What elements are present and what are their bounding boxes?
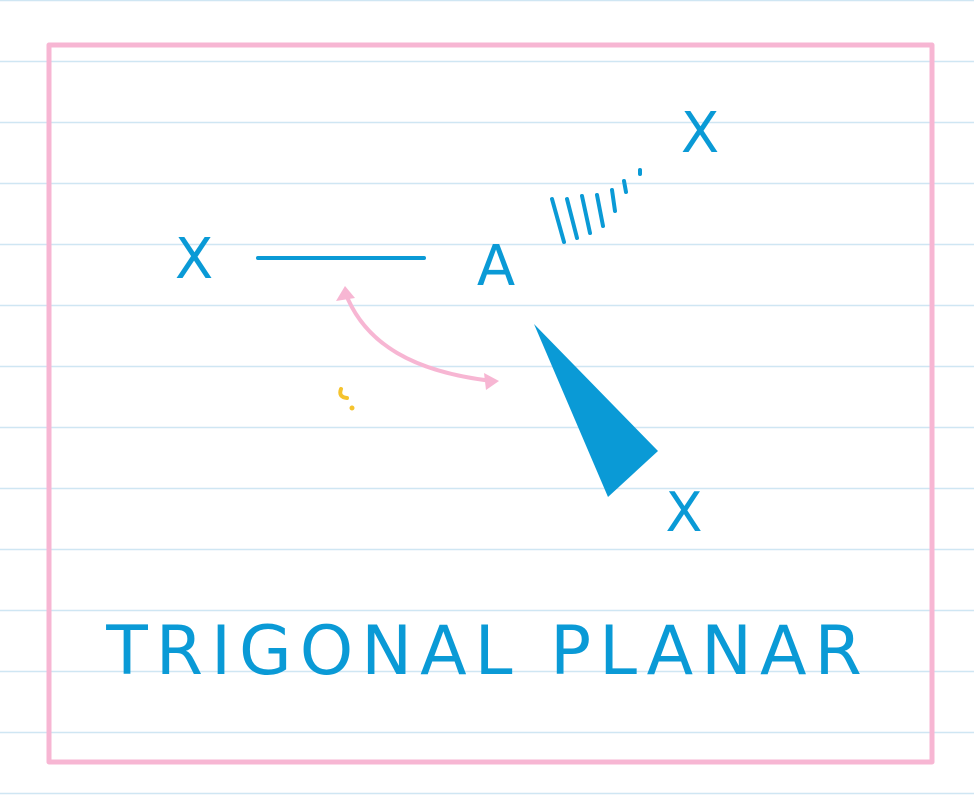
bond-angle-arrow [336,286,499,390]
hash-mark [550,197,566,244]
atom-center-label: A [477,234,515,299]
bond-solid-wedge [534,324,658,497]
ruled-lines [0,0,974,795]
atom-bottom-right-label: X [666,481,703,544]
atom-left-label: X [175,227,213,292]
caption-title: TRIGONAL PLANAR [105,612,870,691]
yellow-speck [338,387,355,411]
arrowhead-top [336,286,355,301]
bond-hashed-wedge [550,168,642,244]
atom-top-right-label: X [681,101,719,166]
hash-mark [580,194,592,235]
hash-mark [565,197,579,240]
arrowhead-right [484,373,499,390]
hash-mark [595,193,605,228]
diagram-frame [46,42,935,765]
hash-mark [622,179,628,194]
angle-arc [343,290,494,383]
hash-mark [610,188,617,213]
